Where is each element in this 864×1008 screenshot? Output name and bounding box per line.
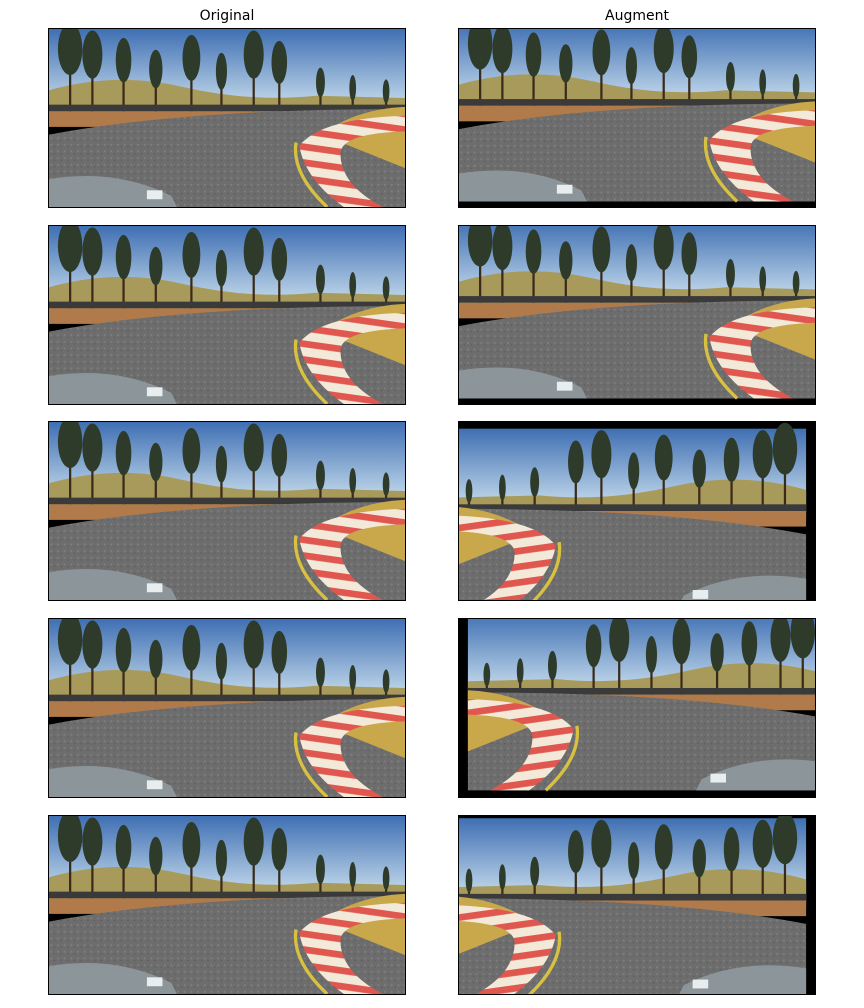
road-scene <box>459 816 815 994</box>
original-image-1 <box>48 28 406 208</box>
road-scene <box>49 816 405 994</box>
road-scene <box>459 226 815 404</box>
road-scene <box>459 29 815 207</box>
original-image-4 <box>48 618 406 798</box>
road-scene <box>459 422 815 600</box>
road-scene <box>49 619 405 797</box>
augmented-image-2 <box>458 225 816 405</box>
original-image-3 <box>48 421 406 601</box>
road-scene <box>459 619 815 797</box>
original-image-2 <box>48 225 406 405</box>
road-scene <box>49 226 405 404</box>
augmented-image-4 <box>458 618 816 798</box>
road-scene <box>49 29 405 207</box>
original-image-5 <box>48 815 406 995</box>
augmented-image-3 <box>458 421 816 601</box>
column-title-augment: Augment <box>605 8 669 24</box>
augmented-image-5 <box>458 815 816 995</box>
augmented-image-1 <box>458 28 816 208</box>
column-title-original: Original <box>199 8 255 24</box>
road-scene <box>49 422 405 600</box>
